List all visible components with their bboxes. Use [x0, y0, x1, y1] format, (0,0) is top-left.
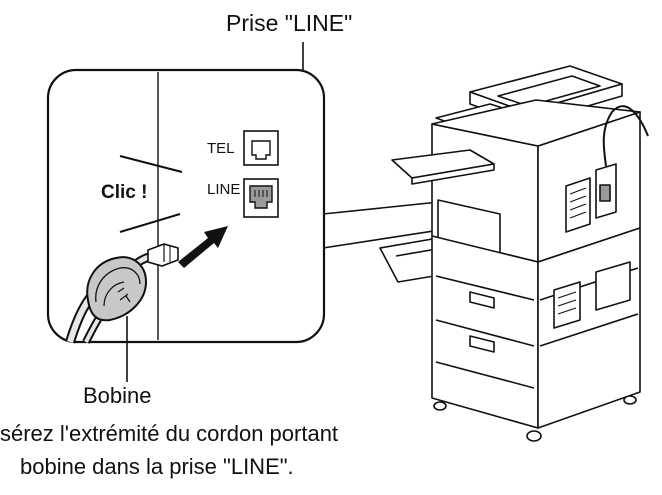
- instruction-line-1: sérez l'extrémité du cordon portant: [0, 421, 339, 446]
- clic-label: Clic !: [101, 182, 148, 203]
- line-socket-label: LINE: [207, 181, 241, 198]
- prise-line-label: Prise "LINE": [226, 10, 353, 36]
- line-socket-icon: [243, 178, 279, 218]
- tel-socket-label: TEL: [207, 140, 235, 157]
- mfp-machine-illustration: [379, 65, 649, 442]
- cable-with-coil: [65, 243, 179, 344]
- click-marks: [119, 155, 183, 233]
- instruction-line-2: bobine dans la prise "LINE".: [20, 454, 294, 479]
- coil-label: Bobine: [83, 383, 152, 408]
- tel-socket-icon: [243, 130, 279, 166]
- insert-arrow-icon: [178, 226, 228, 268]
